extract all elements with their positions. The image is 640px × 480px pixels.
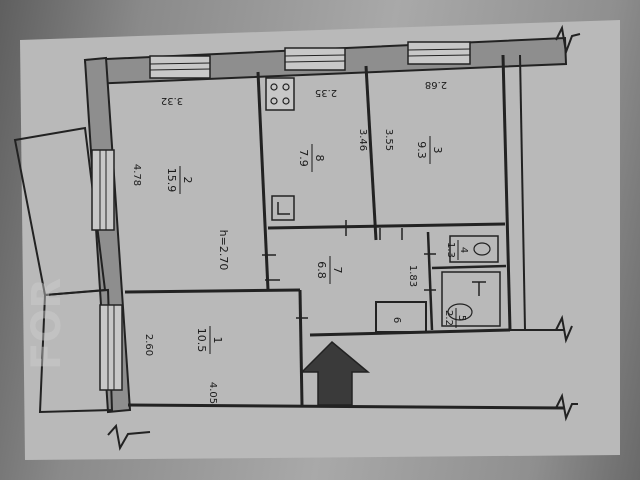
bathtub-icon bbox=[441, 271, 501, 327]
right-wall-outer bbox=[519, 54, 526, 331]
room-4-area: 1.3 bbox=[445, 242, 456, 258]
room-1-number: 1 bbox=[211, 337, 224, 344]
door-marks bbox=[262, 220, 436, 319]
room-3-number: 3 bbox=[431, 147, 444, 154]
top-window-1 bbox=[149, 55, 211, 79]
dim-478: 4.78 bbox=[131, 164, 142, 186]
room-2-area: 15.9 bbox=[165, 168, 178, 193]
room-3-area: 9.3 bbox=[415, 141, 428, 159]
left-window-upper bbox=[91, 149, 115, 231]
right-wall-inner bbox=[501, 54, 512, 331]
balcony-lower bbox=[38, 288, 114, 414]
room-8-label: 8 7.9 bbox=[297, 144, 326, 172]
partition-8-3 bbox=[364, 65, 378, 241]
break-mark-top bbox=[555, 24, 581, 56]
entrance-arrow-icon[interactable] bbox=[300, 340, 371, 406]
room-5-label: 5 2.2 bbox=[443, 308, 467, 328]
room-5-number: 5 bbox=[456, 315, 467, 321]
closet-6 bbox=[375, 301, 427, 333]
room-3-label: 3 9.3 bbox=[415, 136, 444, 164]
partition-4-5 bbox=[431, 264, 507, 270]
room-7-label: 7 6.8 bbox=[315, 256, 344, 284]
room-5-area: 2.2 bbox=[443, 310, 454, 326]
dim-332: 3.32 bbox=[161, 95, 183, 106]
top-window-2 bbox=[284, 47, 346, 71]
room-8-number: 8 bbox=[313, 155, 326, 162]
paper-sheet bbox=[20, 20, 620, 460]
partition-2-8 bbox=[256, 71, 270, 291]
partition-top-of-7 bbox=[267, 222, 506, 230]
dim-260: 2.60 bbox=[143, 334, 154, 356]
room-2-number: 2 bbox=[181, 177, 194, 184]
room-1-label: 1 10.5 bbox=[195, 326, 224, 354]
room-4-number: 4 bbox=[458, 247, 469, 253]
partition-bath-left bbox=[426, 231, 434, 331]
room-4-label: 4 1.3 bbox=[445, 240, 469, 260]
left-window-lower bbox=[99, 304, 123, 391]
top-window-3 bbox=[407, 41, 471, 65]
dim-346: 3.46 bbox=[357, 129, 368, 151]
room-6-number: 6 bbox=[391, 317, 402, 323]
room-6-label: 6 bbox=[391, 317, 402, 323]
watermark: FOR bbox=[24, 278, 70, 370]
room-2-label: 2 15.9 bbox=[165, 166, 194, 194]
break-mark-left bbox=[107, 423, 151, 451]
dim-405: 4.05 bbox=[207, 382, 218, 404]
room-7-area: 6.8 bbox=[315, 261, 328, 279]
bottom-wall bbox=[127, 403, 566, 410]
break-mark-bottom bbox=[555, 392, 578, 422]
dim-183: 1.83 bbox=[407, 265, 418, 287]
partition-1-2 bbox=[124, 288, 301, 294]
toilet-icon bbox=[449, 235, 499, 263]
stove-icon bbox=[265, 77, 295, 111]
kitchen-sink-icon bbox=[271, 195, 295, 221]
dim-355: 3.55 bbox=[383, 129, 394, 151]
partition-1-hall bbox=[298, 289, 304, 406]
dim-235: 2.35 bbox=[315, 87, 337, 98]
room-7-number: 7 bbox=[331, 267, 344, 274]
break-mark-right bbox=[555, 314, 573, 344]
dim-268: 2.68 bbox=[425, 79, 447, 90]
ceiling-height: h=2.70 bbox=[217, 230, 230, 271]
room-8-area: 7.9 bbox=[297, 149, 310, 167]
room-1-area: 10.5 bbox=[195, 328, 208, 353]
